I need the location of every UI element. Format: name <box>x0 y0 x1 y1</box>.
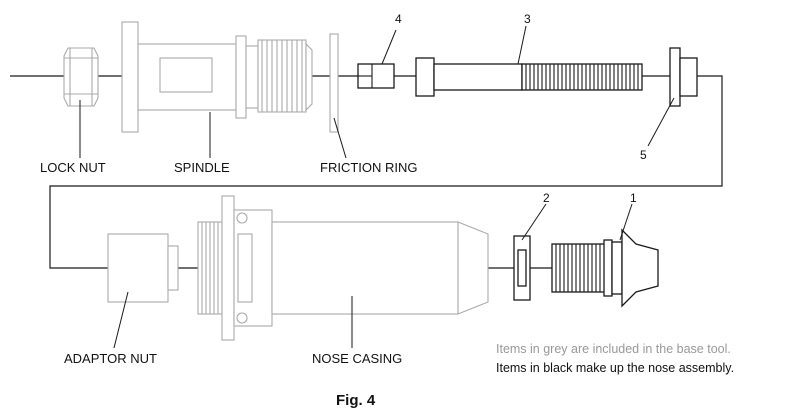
leader-1 <box>619 203 633 241</box>
leader-4 <box>381 29 397 65</box>
leader-5 <box>647 97 675 147</box>
lock-nut-part <box>63 47 99 107</box>
part-4-jaw-pusher <box>357 63 395 89</box>
leader-friction-ring <box>333 117 347 159</box>
callout-3: 3 <box>524 12 531 26</box>
callout-4: 4 <box>395 12 402 26</box>
assembly-axis-line <box>10 75 723 269</box>
part-5-washer <box>669 47 698 107</box>
legend-grey-note: Items in grey are included in the base t… <box>496 342 731 356</box>
legend-black-note: Items in black make up the nose assembly… <box>496 361 735 375</box>
part-1-nose-tip <box>551 228 659 308</box>
nose-casing-part <box>197 195 489 341</box>
adaptor-nut-part <box>107 233 179 303</box>
label-spindle: SPINDLE <box>174 160 230 175</box>
leader-adaptor-nut <box>113 291 129 349</box>
friction-ring-part <box>329 33 339 133</box>
figure-caption: Fig. 4 <box>336 392 376 409</box>
callout-1: 1 <box>630 191 637 205</box>
callout-5: 5 <box>640 148 647 162</box>
leader-lines <box>79 25 675 349</box>
leader-3 <box>517 25 527 65</box>
label-nose-casing: NOSE CASING <box>312 351 403 366</box>
part-3-draw-bolt <box>415 57 643 97</box>
label-lock-nut: LOCK NUT <box>40 160 106 175</box>
part-2-jaw-follower <box>513 235 531 301</box>
callout-2: 2 <box>543 191 550 205</box>
label-friction-ring: FRICTION RING <box>320 160 418 175</box>
label-adaptor-nut: ADAPTOR NUT <box>64 351 157 366</box>
spindle-part <box>121 21 313 133</box>
leader-2 <box>521 203 547 241</box>
